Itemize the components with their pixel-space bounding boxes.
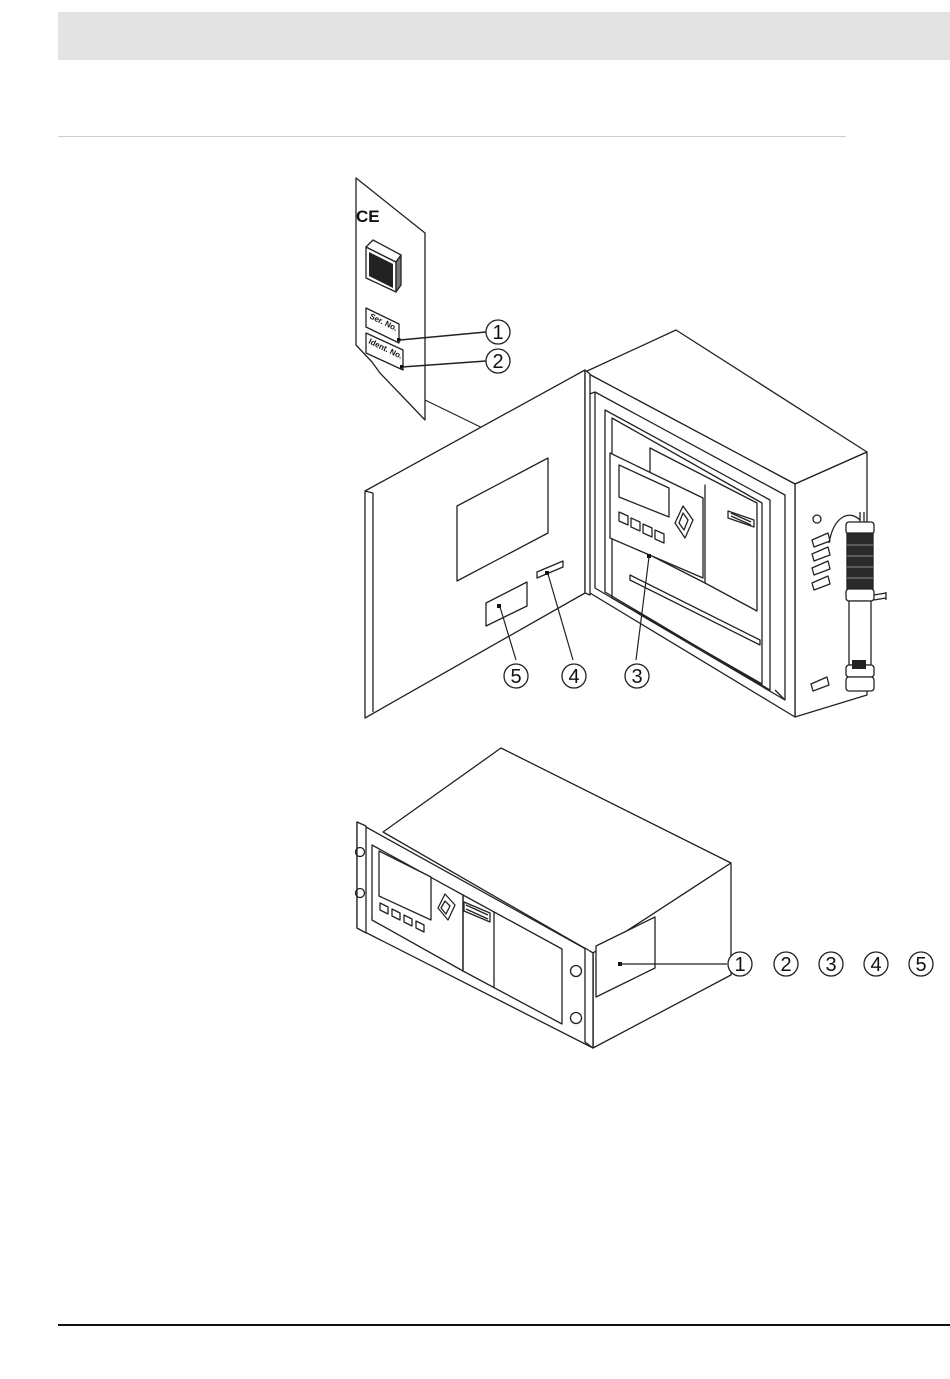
callout-2-label: 2 <box>492 351 503 373</box>
rack-housing <box>356 748 732 1048</box>
wall-housing <box>365 330 886 718</box>
rack-callout-4-label: 4 <box>870 954 881 976</box>
callout-5-label: 5 <box>510 666 521 688</box>
callout-1-label: 1 <box>492 322 503 344</box>
rack-callout-1-label: 1 <box>734 954 745 976</box>
rack-callout-2-label: 2 <box>780 954 791 976</box>
footer-rule <box>58 1324 950 1326</box>
callout-4-label: 4 <box>568 666 579 688</box>
rack-callout-5-label: 5 <box>915 954 926 976</box>
callout-3-label: 3 <box>631 666 642 688</box>
ce-mark: CE <box>356 207 380 226</box>
rack-callout-3-label: 3 <box>825 954 836 976</box>
